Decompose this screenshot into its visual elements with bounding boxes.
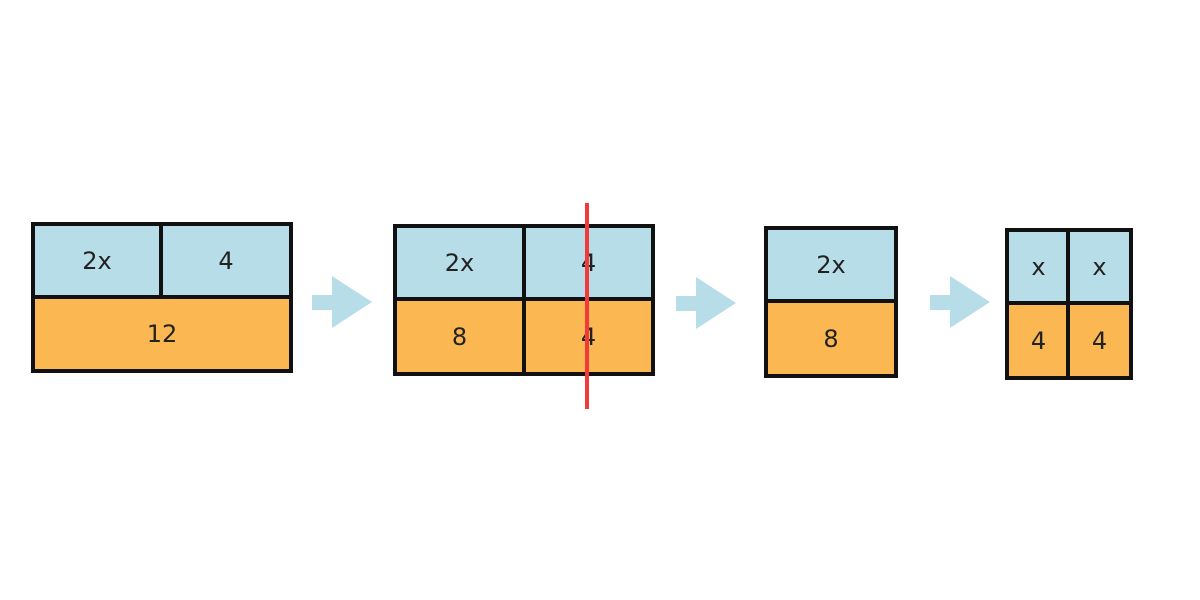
model-1-top-cell-4: 4 [159,222,293,299]
model-4-top-cell-x-2: x [1066,228,1133,305]
model-1-top-cell-2x: 2x [31,222,163,299]
red-cut-line [585,203,589,409]
model-4-top-cell-x-1: x [1005,228,1072,305]
model-4-bottom-cell-4-1: 4 [1005,301,1072,380]
model-2-top-cell-2x: 2x [393,224,526,301]
model-2-bottom-cell-8: 8 [393,297,526,376]
right-arrow-icon-2 [676,277,736,329]
right-arrow-icon-1 [312,276,372,328]
model-4-bottom-cell-4-2: 4 [1066,301,1133,380]
model-3-top-cell-2x: 2x [764,226,898,303]
model-1-bottom-cell-12: 12 [31,295,293,373]
model-3-bottom-cell-8: 8 [764,299,898,378]
right-arrow-icon-3 [930,276,990,328]
